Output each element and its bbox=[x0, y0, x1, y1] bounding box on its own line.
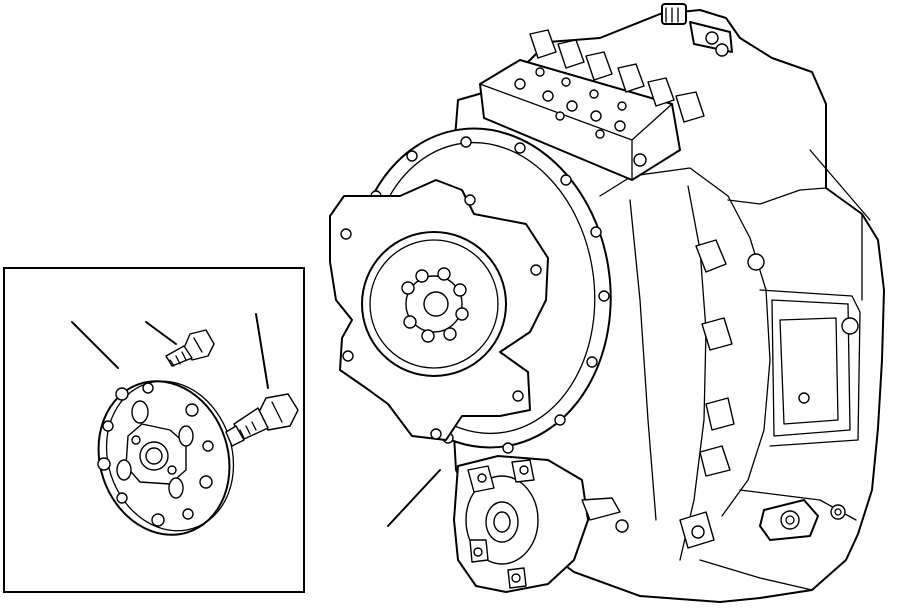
detail-small-bolt bbox=[165, 329, 215, 367]
leader-line-small-bolt bbox=[145, 321, 177, 345]
leader-line-large-bolt bbox=[255, 313, 269, 389]
leader-line-flexplate bbox=[71, 321, 119, 369]
control-valve-block bbox=[479, 59, 681, 181]
detail-large-bolt bbox=[225, 393, 299, 447]
leader-line-main bbox=[387, 469, 441, 527]
detail-flexplate bbox=[97, 380, 235, 536]
detail-inset bbox=[3, 267, 305, 593]
transmission-assembly bbox=[329, 3, 885, 603]
